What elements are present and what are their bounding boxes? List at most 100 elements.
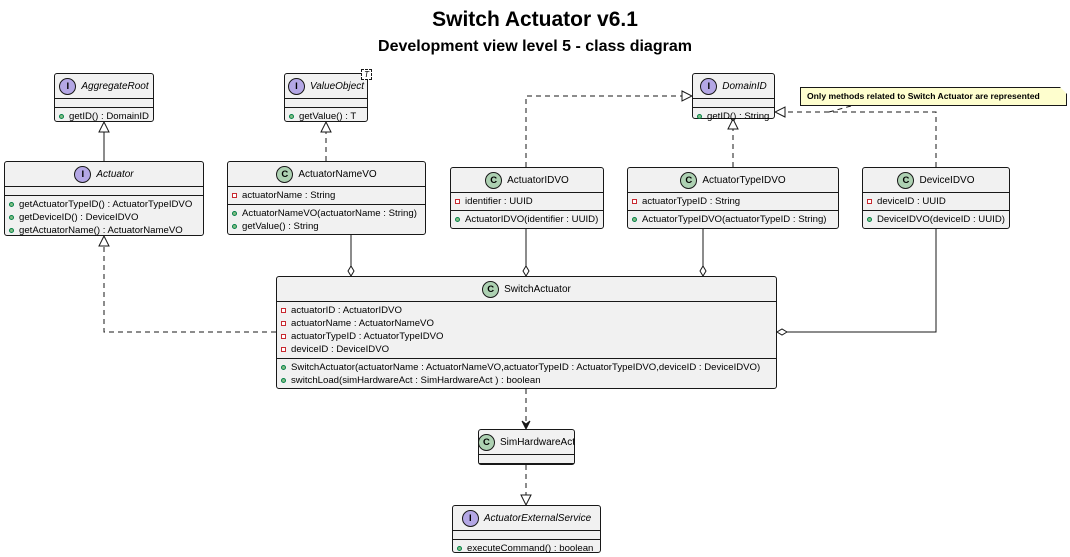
fields-section: deviceID : UUID bbox=[863, 192, 1009, 210]
domainid-interface[interactable]: I DomainID getID() : String bbox=[692, 73, 775, 122]
field-row: actuatorName : String bbox=[232, 189, 421, 202]
public-icon bbox=[232, 211, 237, 216]
class-name: ActuatorExternalService bbox=[483, 512, 592, 524]
methods-section: getID() : DomainID bbox=[55, 107, 153, 125]
method-row: SwitchActuator(actuatorName : ActuatorNa… bbox=[281, 361, 772, 374]
private-icon bbox=[281, 334, 286, 339]
class-name: ValueObject bbox=[309, 80, 365, 92]
public-icon bbox=[457, 546, 462, 551]
actuatoridvo-class[interactable]: C ActuatorIDVO identifier : UUID Actuator… bbox=[450, 167, 604, 229]
private-icon bbox=[281, 321, 286, 326]
private-icon bbox=[232, 193, 237, 198]
class-icon: C bbox=[485, 171, 503, 189]
field-row: actuatorID : ActuatorIDVO bbox=[281, 304, 772, 317]
public-icon bbox=[697, 114, 702, 119]
class-name: ActuatorIDVO bbox=[507, 174, 569, 186]
public-icon bbox=[867, 217, 872, 222]
fields-section bbox=[693, 98, 774, 107]
method-row: getActuatorName() : ActuatorNameVO bbox=[9, 224, 199, 237]
method-row: executeCommand() : boolean bbox=[457, 542, 596, 555]
interface-icon: I bbox=[461, 509, 479, 527]
type-parameter: T bbox=[361, 69, 372, 80]
methods-section: getID() : String bbox=[693, 107, 774, 125]
public-icon bbox=[9, 215, 14, 220]
diagram-note: Only methods related to Switch Actuator … bbox=[800, 87, 1067, 106]
private-icon bbox=[632, 199, 637, 204]
field-row: deviceID : UUID bbox=[867, 195, 1005, 208]
class-name: Actuator bbox=[96, 168, 134, 180]
interface-icon: I bbox=[700, 77, 718, 95]
switch-implements-actuator bbox=[104, 236, 276, 333]
class-icon: C bbox=[897, 171, 915, 189]
simhardwareact-class[interactable]: C SimHardwareAct bbox=[477, 429, 576, 465]
deviceidVO-implements-domainid bbox=[775, 112, 937, 167]
methods-section: DeviceIDVO(deviceID : UUID) bbox=[863, 210, 1009, 228]
method-row: getID() : String bbox=[697, 110, 770, 123]
methods-section: ActuatorTypeIDVO(actuatorTypeID : String… bbox=[628, 210, 838, 228]
class-name: AggregateRoot bbox=[81, 80, 149, 92]
method-row: switchLoad(simHardwareAct : SimHardwareA… bbox=[281, 374, 772, 387]
private-icon bbox=[281, 308, 286, 313]
diagram-title: Switch Actuator v6.1 bbox=[432, 8, 638, 31]
method-row: getID() : DomainID bbox=[59, 110, 149, 123]
public-icon bbox=[632, 217, 637, 222]
note-connector bbox=[828, 105, 852, 113]
method-row: ActuatorTypeIDVO(actuatorTypeID : String… bbox=[632, 213, 834, 226]
actuatorexternalservice-interface[interactable]: I ActuatorExternalService executeCommand(… bbox=[452, 505, 601, 554]
fields-section bbox=[479, 454, 574, 463]
public-icon bbox=[9, 202, 14, 207]
public-icon bbox=[59, 114, 64, 119]
private-icon bbox=[867, 199, 872, 204]
class-name: DomainID bbox=[722, 80, 767, 92]
interface-icon: I bbox=[74, 165, 92, 183]
methods-section: ActuatorNameVO(actuatorName : String) ge… bbox=[228, 204, 425, 235]
methods-section: getActuatorTypeID() : ActuatorTypeIDVO g… bbox=[5, 195, 203, 239]
class-name: SimHardwareAct bbox=[499, 436, 576, 448]
methods-section: ActuatorIDVO(identifier : UUID) bbox=[451, 210, 603, 228]
actuator-interface[interactable]: I Actuator getActuatorTypeID() : Actuator… bbox=[4, 161, 204, 236]
interface-icon: I bbox=[59, 77, 77, 95]
method-row: getDeviceID() : DeviceIDVO bbox=[9, 211, 199, 224]
class-icon: C bbox=[477, 433, 495, 451]
valueobject-interface[interactable]: T I ValueObject getValue() : T bbox=[284, 69, 372, 125]
private-icon bbox=[281, 347, 286, 352]
fields-section: actuatorName : String bbox=[228, 186, 425, 204]
class-name: SwitchActuator bbox=[504, 283, 571, 295]
method-row: getValue() : String bbox=[232, 220, 421, 233]
private-icon bbox=[455, 199, 460, 204]
fields-section bbox=[55, 98, 153, 107]
public-icon bbox=[232, 224, 237, 229]
public-icon bbox=[9, 228, 14, 233]
field-row: identifier : UUID bbox=[455, 195, 599, 208]
switchactuator-class[interactable]: C SwitchActuator actuatorID : ActuatorIDV… bbox=[276, 276, 777, 389]
aggregateroot-interface[interactable]: I AggregateRoot getID() : DomainID bbox=[54, 73, 154, 122]
public-icon bbox=[281, 365, 286, 370]
method-row: getActuatorTypeID() : ActuatorTypeIDVO bbox=[9, 198, 199, 211]
interface-icon: I bbox=[287, 77, 305, 95]
methods-section bbox=[479, 463, 574, 472]
fields-section: actuatorID : ActuatorIDVO actuatorName :… bbox=[277, 301, 776, 358]
public-icon bbox=[281, 378, 286, 383]
fields-section: actuatorTypeID : String bbox=[628, 192, 838, 210]
field-row: actuatorTypeID : String bbox=[632, 195, 834, 208]
methods-section: getValue() : T bbox=[285, 107, 367, 125]
idVO-implements-domainid bbox=[525, 96, 692, 167]
field-row: actuatorTypeID : ActuatorTypeIDVO bbox=[281, 330, 772, 343]
deviceidvo-class[interactable]: C DeviceIDVO deviceID : UUID DeviceIDVO(d… bbox=[862, 167, 1010, 229]
deviceidVO-aggregation bbox=[776, 229, 937, 336]
methods-section: executeCommand() : boolean bbox=[453, 539, 600, 557]
field-row: actuatorName : ActuatorNameVO bbox=[281, 317, 772, 330]
fields-section bbox=[285, 98, 367, 107]
method-row: ActuatorNameVO(actuatorName : String) bbox=[232, 207, 421, 220]
methods-section: SwitchActuator(actuatorName : ActuatorNa… bbox=[277, 358, 776, 389]
class-icon: C bbox=[482, 280, 500, 298]
method-row: DeviceIDVO(deviceID : UUID) bbox=[867, 213, 1005, 226]
fields-section bbox=[453, 530, 600, 539]
public-icon bbox=[289, 114, 294, 119]
class-icon: C bbox=[680, 171, 698, 189]
class-name: DeviceIDVO bbox=[919, 174, 975, 186]
fields-section bbox=[5, 186, 203, 195]
public-icon bbox=[455, 217, 460, 222]
